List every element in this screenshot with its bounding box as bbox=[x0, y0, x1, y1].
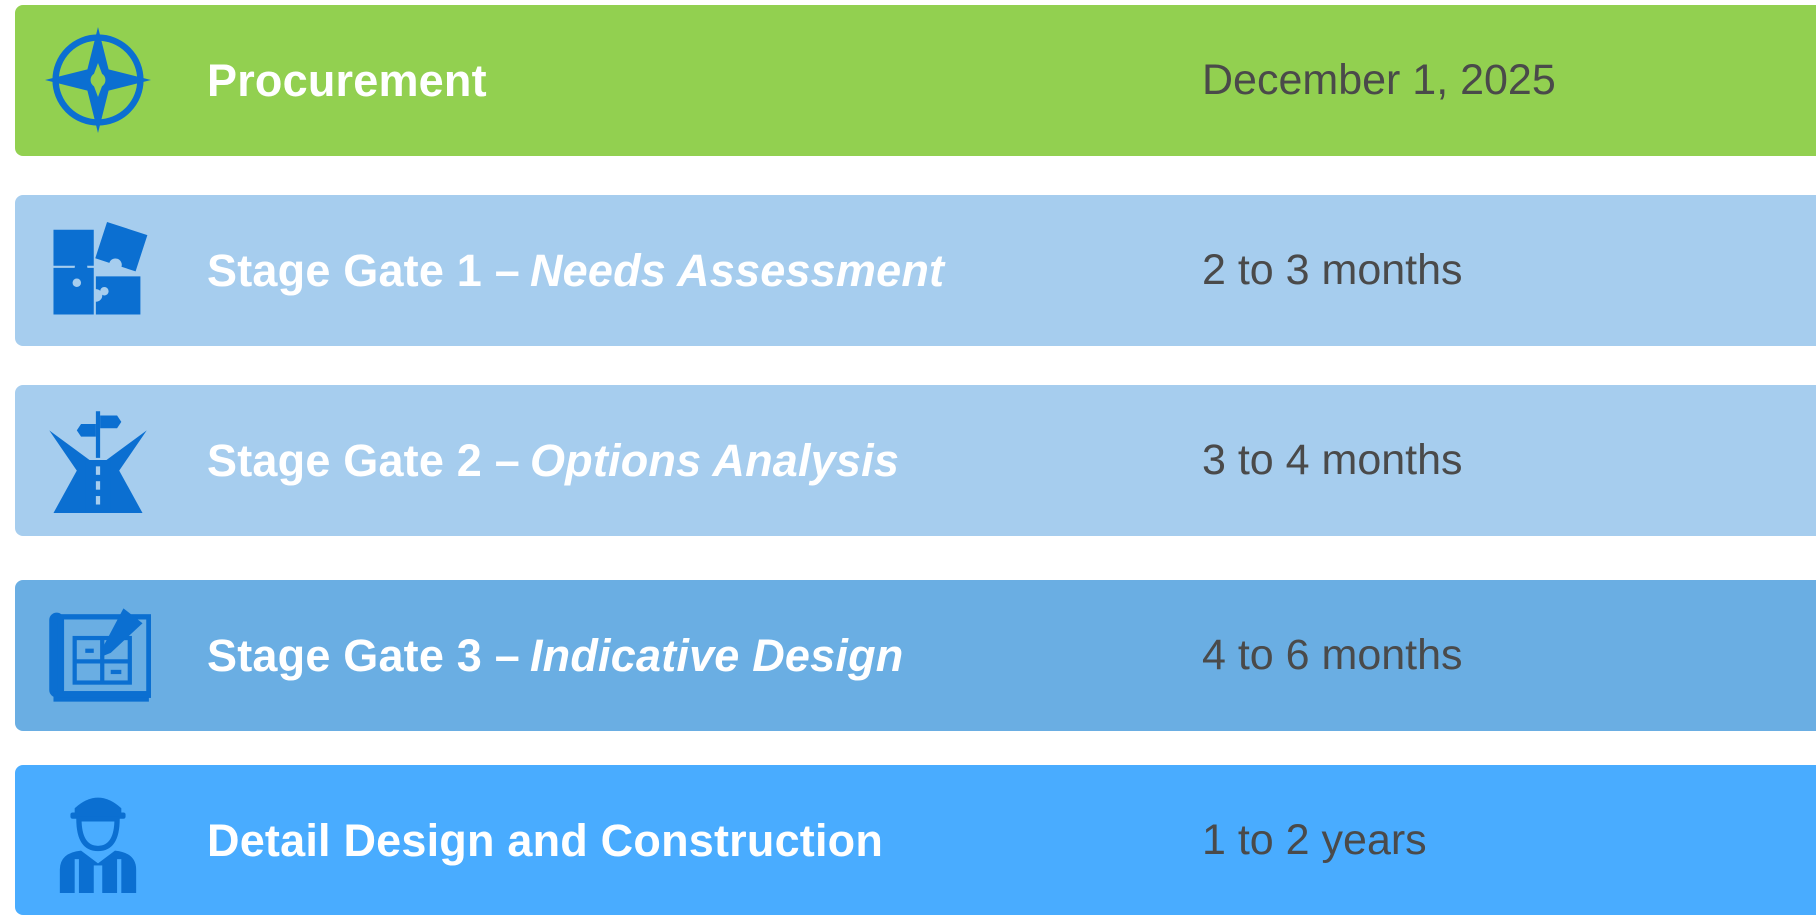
row-subtitle: Indicative Design bbox=[529, 629, 904, 681]
row-title: Stage Gate 1 – Needs Assessment bbox=[207, 195, 944, 346]
construction-worker-icon bbox=[45, 787, 151, 893]
road-fork-icon bbox=[45, 407, 151, 513]
row-title-text: Procurement bbox=[207, 54, 487, 106]
row-title: Procurement bbox=[207, 5, 487, 156]
timeline-row-procurement: Procurement December 1, 2025 bbox=[15, 5, 1816, 156]
row-title-text: Stage Gate 3 – bbox=[207, 629, 520, 681]
row-title-text: Stage Gate 2 – bbox=[207, 434, 520, 486]
row-detail: 1 to 2 years bbox=[1202, 816, 1427, 864]
timeline-row-detail-design-construction: Detail Design and Construction 1 to 2 ye… bbox=[15, 765, 1816, 915]
row-title-text: Stage Gate 1 – bbox=[207, 244, 520, 296]
row-subtitle: Needs Assessment bbox=[529, 244, 945, 296]
blueprint-icon bbox=[45, 602, 151, 708]
timeline-row-stage-gate-1: Stage Gate 1 – Needs Assessment 2 to 3 m… bbox=[15, 195, 1816, 346]
row-detail: 4 to 6 months bbox=[1202, 631, 1463, 679]
puzzle-icon bbox=[45, 217, 151, 323]
timeline-row-stage-gate-2: Stage Gate 2 – Options Analysis 3 to 4 m… bbox=[15, 385, 1816, 536]
row-title: Detail Design and Construction bbox=[207, 765, 883, 916]
row-detail: 2 to 3 months bbox=[1202, 246, 1463, 294]
row-detail: 3 to 4 months bbox=[1202, 436, 1463, 484]
row-subtitle: Options Analysis bbox=[529, 434, 900, 486]
row-title-text: Detail Design and Construction bbox=[207, 814, 884, 866]
row-title: Stage Gate 3 – Indicative Design bbox=[207, 580, 903, 731]
row-title: Stage Gate 2 – Options Analysis bbox=[207, 385, 899, 536]
row-detail: December 1, 2025 bbox=[1202, 56, 1556, 104]
timeline-row-stage-gate-3: Stage Gate 3 – Indicative Design 4 to 6 … bbox=[15, 580, 1816, 731]
compass-icon bbox=[45, 27, 151, 133]
